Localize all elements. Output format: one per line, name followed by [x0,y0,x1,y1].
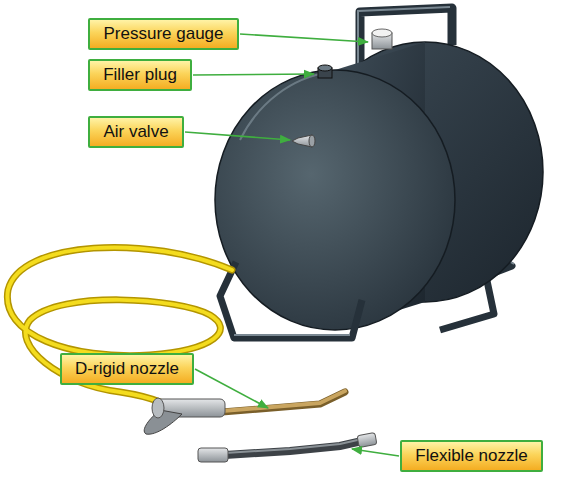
callout-box: Flexible nozzle [400,440,543,472]
leader-line [195,369,268,408]
filler-plug-top [318,65,332,71]
air-hose [7,247,232,402]
flexible-nozzle [198,433,377,462]
leader-line [193,74,314,75]
leader-line [352,449,399,456]
rigid-nozzle [144,391,345,434]
stand-frame [220,262,362,338]
stand-edge [234,334,350,336]
callout-box: D-rigid nozzle [60,353,194,385]
callout-label: Air valve [103,122,168,142]
callout-box: Pressure gauge [88,18,239,50]
callout-label: Pressure gauge [103,24,223,44]
callout-label: D-rigid nozzle [75,359,179,379]
callout-label: Filler plug [103,65,177,85]
air-valve-base [309,135,315,147]
callout-box: Filler plug [88,59,192,91]
leader-line [240,34,368,42]
leader-line [185,132,290,140]
gauge-face [372,29,392,37]
callout-label: Flexible nozzle [415,446,527,466]
tank-end-face [215,70,455,330]
tank-highlight [240,72,330,140]
callout-box: Air valve [88,116,184,148]
